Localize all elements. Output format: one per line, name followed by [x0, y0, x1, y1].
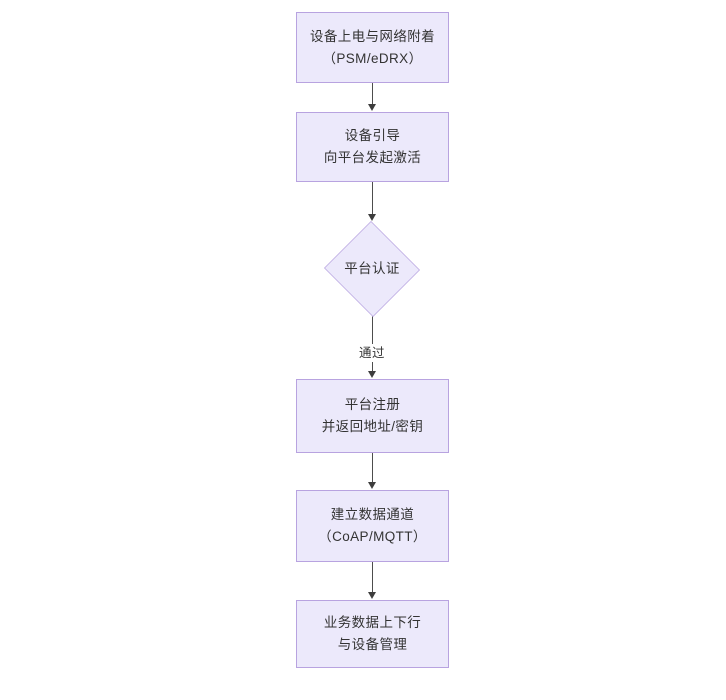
node-platform-authentication-label: 平台认证	[344, 261, 400, 276]
node-platform-authentication[interactable]: 平台认证	[323, 221, 421, 317]
edge-n3-n4	[371, 315, 373, 372]
node-establish-data-channel[interactable]: 建立数据通道 （CoAP/MQTT）	[296, 490, 449, 562]
node-device-bootstrap[interactable]: 设备引导 向平台发起激活	[296, 112, 449, 182]
edge-n1-n2-arrowhead	[367, 104, 376, 111]
edge-n3-n4-arrowhead	[367, 371, 376, 378]
node-device-bootstrap-label: 设备引导 向平台发起激活	[323, 128, 422, 165]
node-establish-data-channel-label: 建立数据通道 （CoAP/MQTT）	[318, 507, 427, 544]
edge-n4-n5-arrowhead	[367, 482, 376, 489]
edge-label-pass: 通过	[355, 344, 389, 362]
edge-n2-n3-arrowhead	[367, 214, 376, 221]
node-platform-registration[interactable]: 平台注册 并返回地址/密钥	[296, 379, 449, 453]
edge-n2-n3	[371, 182, 373, 215]
edge-n5-n6-arrowhead	[367, 592, 376, 599]
node-business-data-and-device-management[interactable]: 业务数据上下行 与设备管理	[296, 600, 449, 668]
node-platform-registration-label: 平台注册 并返回地址/密钥	[321, 397, 424, 434]
edge-n5-n6	[371, 562, 373, 593]
node-device-power-on-label: 设备上电与网络附着 （PSM/eDRX）	[309, 28, 436, 66]
node-business-data-and-device-management-label: 业务数据上下行 与设备管理	[323, 615, 422, 652]
edge-n1-n2	[371, 83, 373, 105]
node-device-power-on[interactable]: 设备上电与网络附着 （PSM/eDRX）	[296, 12, 449, 83]
edge-n4-n5	[371, 453, 373, 483]
